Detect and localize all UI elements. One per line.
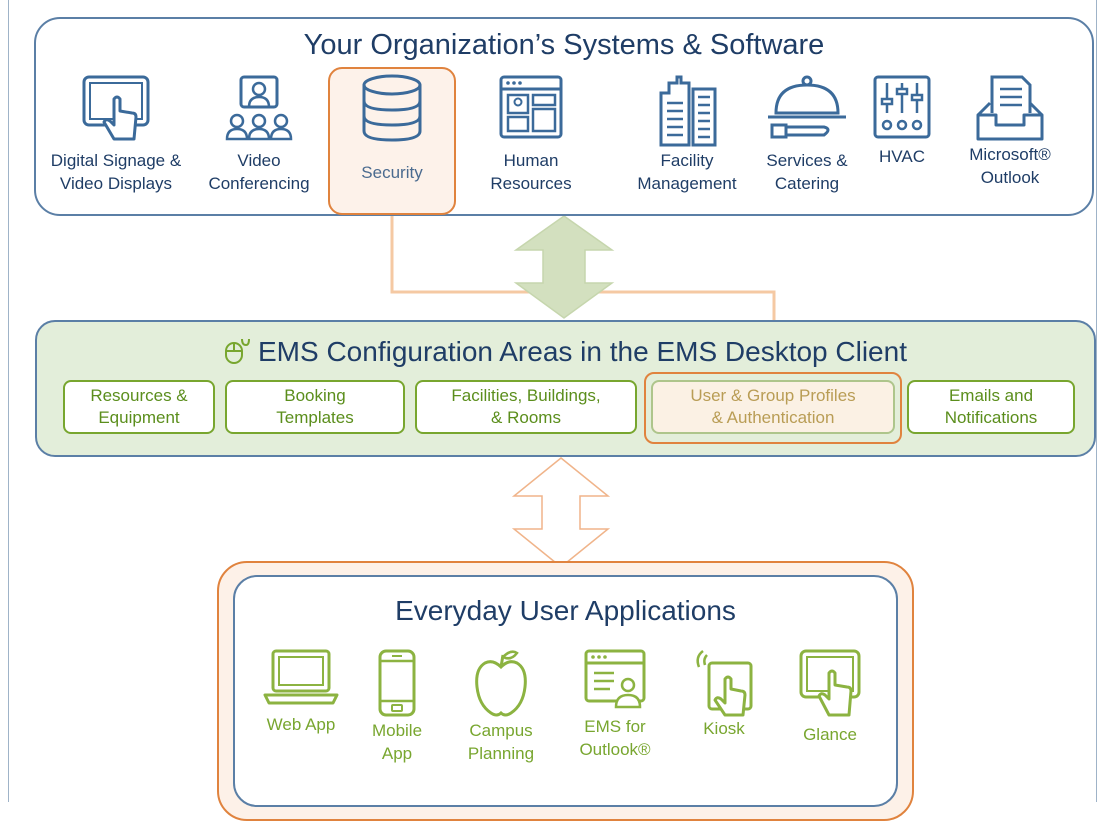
system-item-security: Security [330,73,454,184]
apple-icon [475,650,527,717]
system-label: Human Resources [490,151,572,193]
system-label: HVAC [879,147,925,166]
app-label: Kiosk [703,719,745,738]
app-item-glance: Glance [785,647,875,746]
database-icon [362,74,422,142]
hr-window-icon [499,75,563,139]
orange-double-arrow [511,457,611,568]
system-item-microsoft-outlook: Microsoft® Outlook [952,73,1068,189]
app-item-campus-planning: Campus Planning [453,647,549,765]
buildings-icon [659,75,717,147]
page-frame [8,0,1097,802]
system-label: Facility Management [637,151,737,193]
connectors [390,214,776,568]
config-panel: EMS Configuration Areas in the EMS Deskt… [35,320,1096,457]
config-area-booking-templates: Booking Templates [225,380,405,434]
app-item-web-app: Web App [251,647,351,736]
config-area-user-group-profiles: User & Group Profiles & Authentication [651,380,895,434]
apps-panel: Everyday User Applications Web App Mobil… [233,575,898,807]
auth-highlight-outline [644,372,902,444]
green-double-arrow [513,215,615,319]
cloche-icon [768,75,846,139]
inbox-tray-icon [976,75,1044,141]
kiosk-touch-icon [696,650,753,717]
control-panel-icon [873,75,931,139]
laptop-icon [263,649,339,705]
system-label: Microsoft® Outlook [969,145,1051,187]
system-item-services-catering: Services & Catering [752,73,862,195]
video-conference-icon [225,75,293,141]
app-label: EMS for Outlook® [579,717,651,759]
app-item-kiosk: Kiosk [679,647,769,740]
system-label: Security [361,163,423,182]
system-item-hvac: HVAC [862,73,942,168]
app-label: Web App [266,715,336,734]
config-area-resources-equipment: Resources & Equipment [63,380,215,434]
tablet-touch-icon [82,75,150,141]
app-label: Mobile App [371,721,423,763]
system-label: Services & Catering [766,151,848,193]
system-item-human-resources: Human Resources [476,73,586,195]
app-item-ems-for-outlook: EMS for Outlook® [565,647,665,761]
app-label: Glance [803,725,857,744]
app-label: Campus Planning [467,721,535,763]
system-item-digital-signage: Digital Signage & Video Displays [38,73,194,195]
config-title-text: EMS Configuration Areas in the EMS Deskt… [258,336,907,367]
apps-panel-title: Everyday User Applications [395,595,736,626]
mobile-phone-icon [378,649,416,717]
systems-panel-title: Your Organization’s Systems & Software [303,29,825,61]
config-area-facilities-buildings-rooms: Facilities, Buildings, & Rooms [415,380,637,434]
outlook-window-icon [584,649,646,709]
app-item-mobile-app: Mobile App [361,647,433,765]
system-label: Digital Signage & Video Displays [50,151,182,193]
system-item-facility-management: Facility Management [624,73,750,195]
config-area-emails-notifications: Emails and Notifications [907,380,1075,434]
config-panel-title: EMS Configuration Areas in the EMS Deskt… [37,335,1094,368]
mouse-icon [225,338,250,364]
apps-panel-outer: Everyday User Applications Web App Mobil… [217,561,914,821]
system-item-video-conferencing: Video Conferencing [198,73,320,195]
systems-panel: Your Organization’s Systems & Software D… [34,17,1094,216]
system-label: Video Conferencing [208,151,310,193]
tablet-touch-icon [799,649,861,717]
